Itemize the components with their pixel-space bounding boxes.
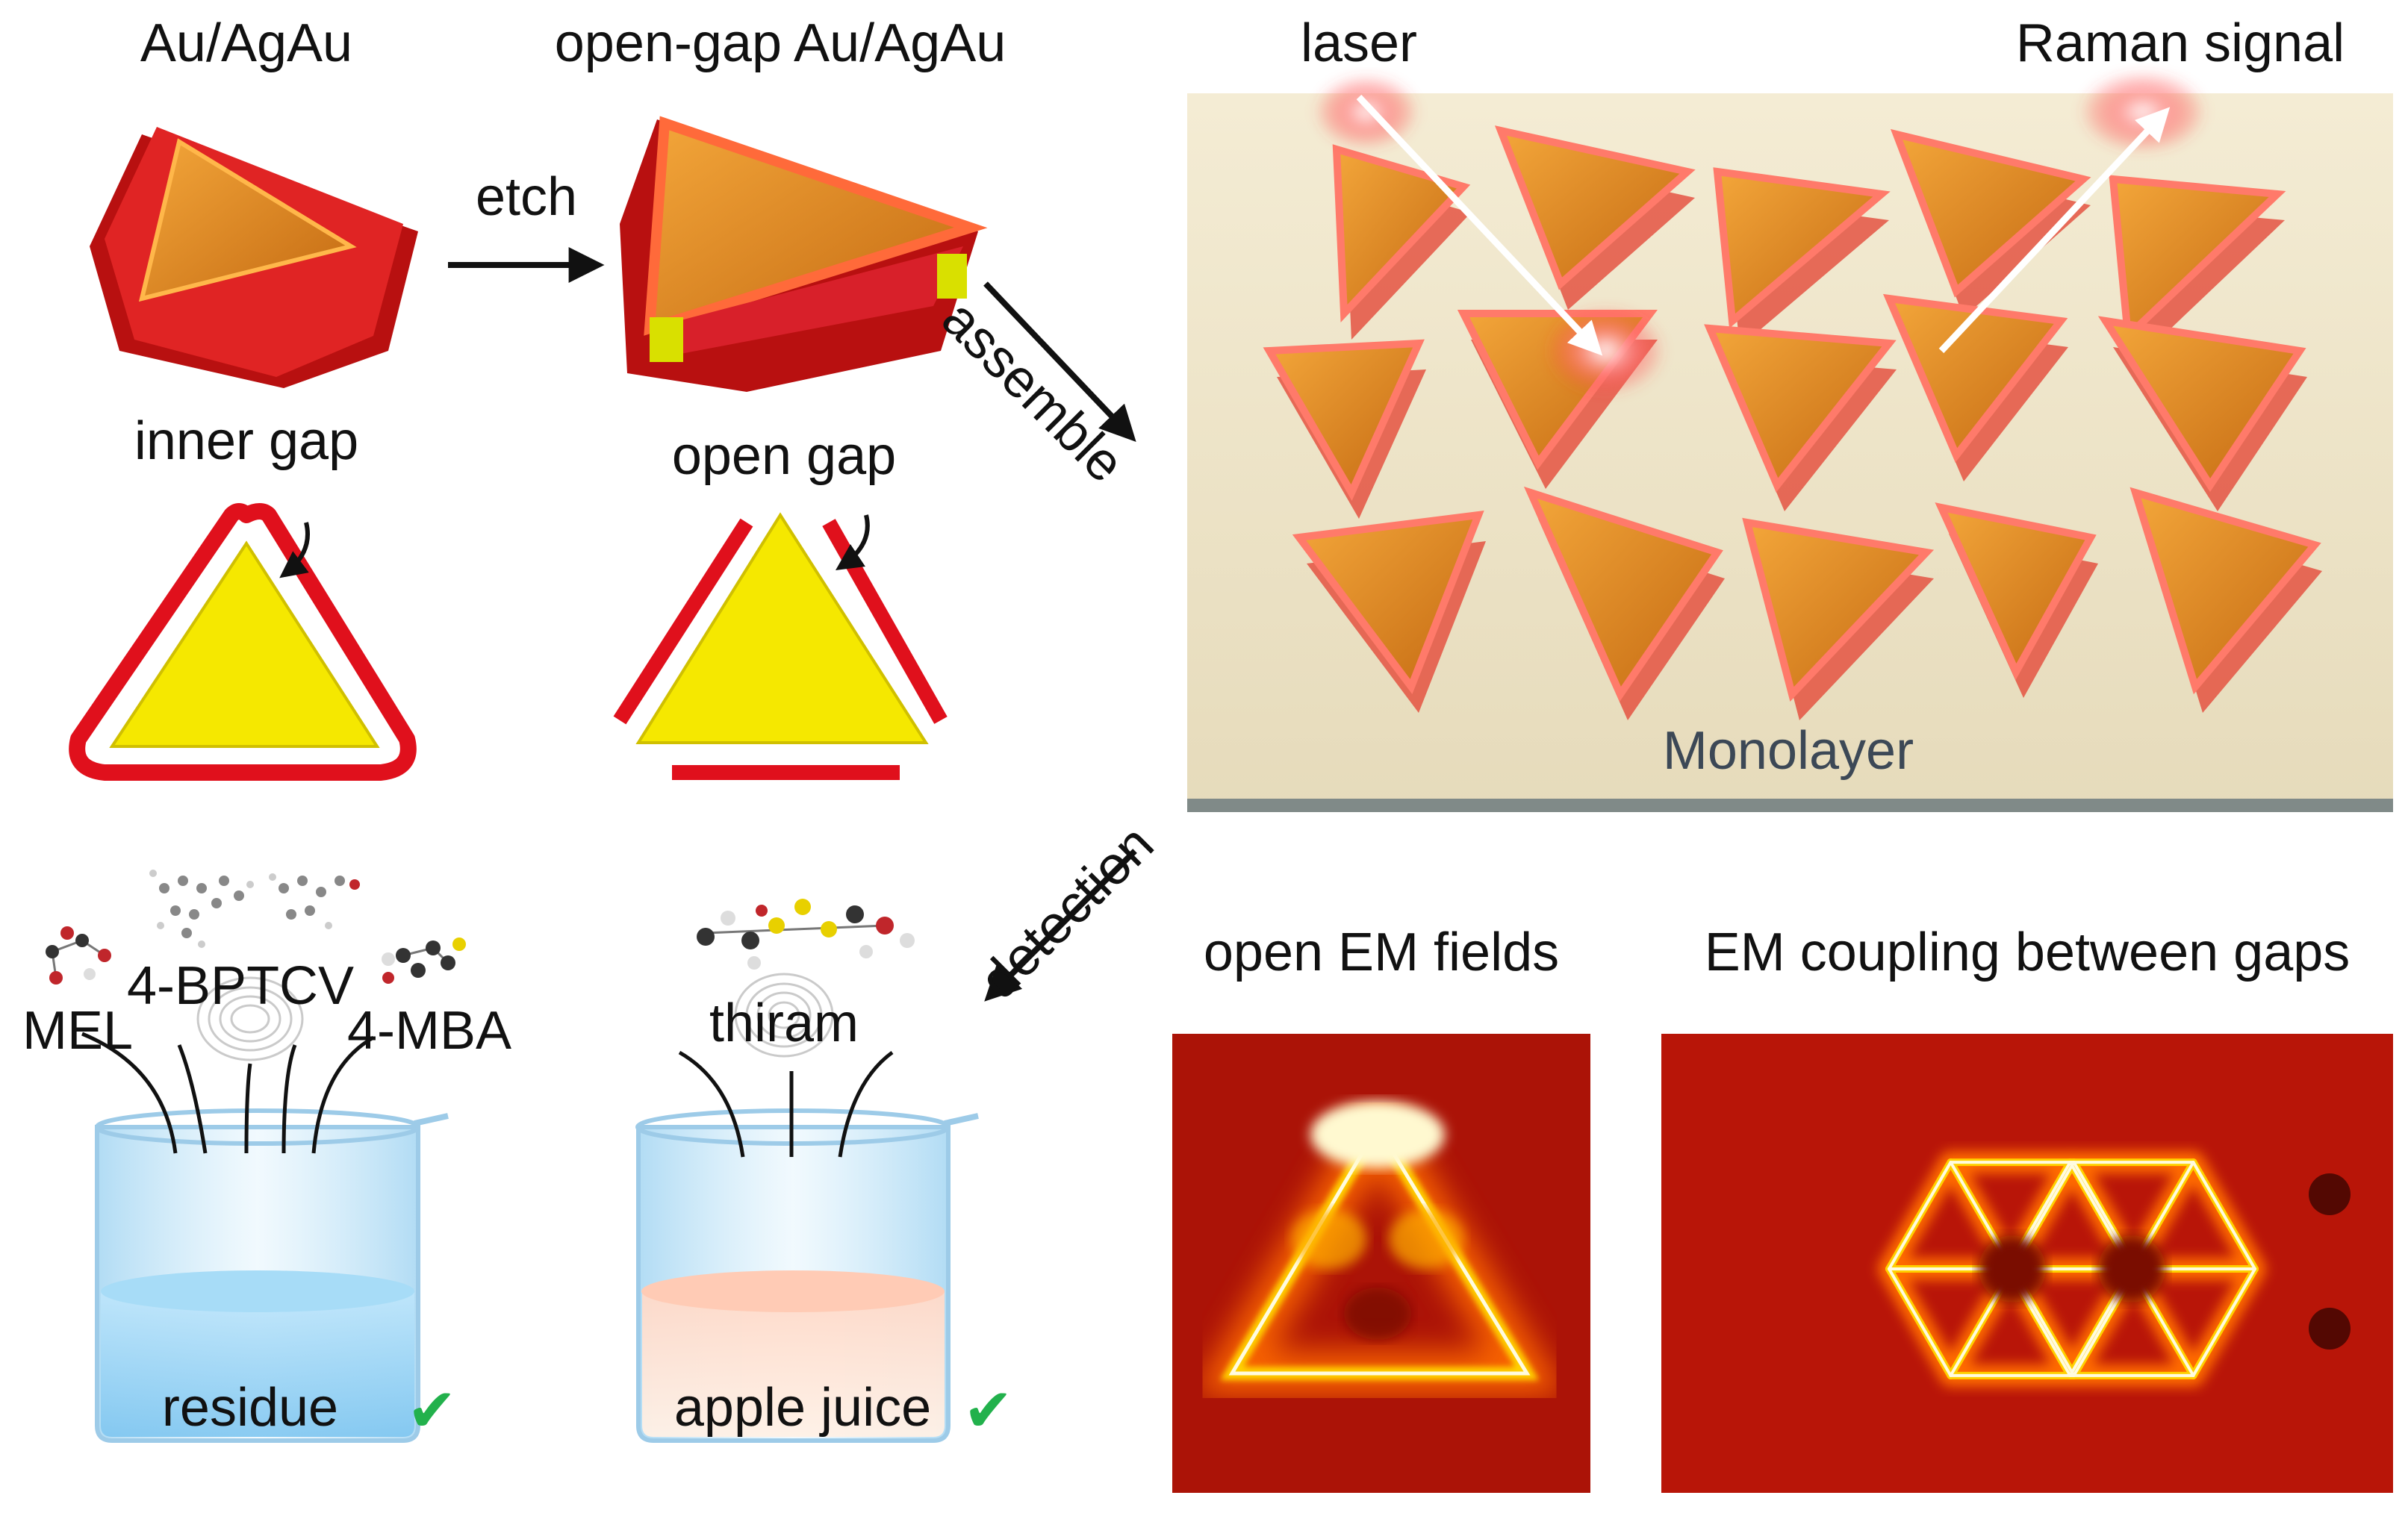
residue-check-icon: ✔	[407, 1377, 458, 1444]
fingerprint-icon-2	[734, 973, 834, 1058]
open-gap-nanoplate	[620, 116, 988, 392]
monolayer-label: Monolayer	[1662, 721, 1914, 781]
raman-beam	[1938, 107, 2171, 354]
detection-arrow	[984, 849, 1137, 1002]
inner-gap-schematic	[69, 503, 417, 781]
open-em-fields-title: open EM fields	[1203, 923, 1560, 982]
monolayer-panel	[1187, 71, 2393, 812]
open-gap-pointer	[836, 514, 870, 570]
apple-juice-beaker	[635, 1050, 979, 1443]
bptcv-molecule-2	[269, 873, 360, 929]
assemble-arrow	[983, 281, 1136, 442]
inner-gap-pointer	[279, 522, 310, 578]
mel-molecule	[46, 926, 111, 985]
mel-label: MEL	[22, 1001, 134, 1061]
nanoplate-0	[1332, 144, 1471, 323]
nanoplate-7	[1704, 324, 1897, 493]
open-gap-schematic	[613, 512, 948, 780]
apple-juice-check-icon: ✔	[963, 1377, 1014, 1444]
nanoplate-2	[1713, 167, 1891, 328]
raman-signal-label: Raman signal	[2015, 13, 2345, 73]
etch-label: etch	[475, 167, 578, 227]
open-gap-au-agau-title: open-gap Au/AgAu	[554, 13, 1007, 73]
bptcv-molecule	[149, 870, 254, 948]
fingerprint-icon	[196, 976, 304, 1061]
open-em-field-map	[1172, 1034, 1590, 1493]
nanoplate-13	[1935, 502, 2097, 681]
nanoplate-4	[2109, 175, 2286, 344]
mba-molecule	[382, 938, 466, 984]
nanoplate-1	[1494, 125, 1696, 290]
nanoplate-3	[1890, 128, 2091, 298]
bptcv-label: 4-BPTCV	[127, 956, 355, 1016]
open-gap-label: open gap	[671, 426, 897, 486]
nanoplate-11	[1523, 486, 1723, 702]
mba-label: 4-MBA	[347, 1001, 512, 1061]
nanoplate-9	[2097, 316, 2306, 493]
apple-juice-label: apple juice	[673, 1378, 932, 1438]
nanoplate-5	[1263, 339, 1425, 501]
em-coupling-title: EM coupling between gaps	[1704, 923, 2351, 982]
nanoplate-10	[1292, 510, 1484, 695]
au-agau-nanoplate	[90, 127, 418, 388]
nanoplate-14	[2129, 487, 2321, 695]
au-agau-title: Au/AgAu	[140, 13, 353, 73]
residue-beaker	[81, 1032, 449, 1443]
inner-gap-label: inner gap	[134, 411, 359, 471]
residue-label: residue	[161, 1378, 339, 1438]
nanoplate-8	[1882, 293, 2068, 463]
nanoplate-12	[1742, 517, 1935, 702]
thiram-molecule	[697, 899, 915, 970]
thiram-label: thiram	[709, 993, 859, 1053]
laser-label: laser	[1300, 13, 1418, 73]
laser-beam	[1356, 94, 1603, 356]
em-coupling-field-map	[1661, 1034, 2393, 1493]
